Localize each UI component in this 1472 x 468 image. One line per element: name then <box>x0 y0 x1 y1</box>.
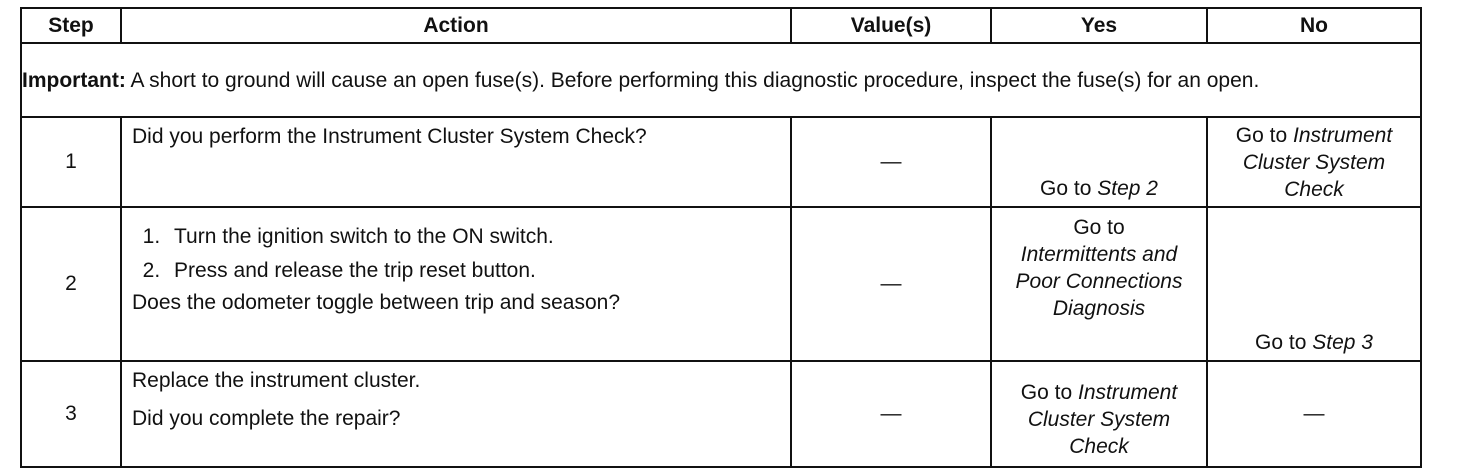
yes-prefix: Go to <box>1073 216 1125 239</box>
step-action: Did you perform the Instrument Cluster S… <box>120 116 792 208</box>
important-note: Important: A short to ground will cause … <box>20 42 1422 118</box>
step-instruction: Replace the instrument cluster. <box>132 369 421 392</box>
yes-link[interactable]: Step 2 <box>1097 177 1158 200</box>
step-question: Did you perform the Instrument Cluster S… <box>132 125 647 148</box>
no-link[interactable]: Instrument Cluster System Check <box>1242 123 1393 201</box>
yes-prefix: Go to <box>1020 380 1078 404</box>
yes-cell: Go to Step 2 <box>990 116 1208 208</box>
no-cell: Go to Instrument Cluster System Check <box>1206 116 1422 208</box>
step-number: 1 <box>20 116 122 208</box>
header-yes: Yes <box>990 7 1208 44</box>
step-instructions: Turn the ignition switch to the ON switc… <box>132 220 780 288</box>
yes-link[interactable]: Intermittents and Poor Connections Diagn… <box>1015 243 1183 320</box>
yes-prefix: Go to <box>1040 177 1098 200</box>
no-cell: — <box>1206 360 1422 468</box>
header-row: Step Action Value(s) Yes No <box>20 7 1422 44</box>
important-text: A short to ground will cause an open fus… <box>125 68 1260 92</box>
no-prefix: Go to <box>1255 331 1313 354</box>
important-note-row: Important: A short to ground will cause … <box>20 42 1422 118</box>
header-values: Value(s) <box>790 7 992 44</box>
step-action: Turn the ignition switch to the ON switc… <box>120 206 792 362</box>
instruction-item: Press and release the trip reset button. <box>166 254 780 288</box>
yes-cell: Go to Instrument Cluster System Check <box>990 360 1208 468</box>
important-label: Important: <box>22 68 126 92</box>
no-cell: Go to Step 3 <box>1206 206 1422 362</box>
header-step: Step <box>20 7 122 44</box>
no-prefix: Go to <box>1235 123 1293 147</box>
step-value: — <box>790 116 992 208</box>
header-no: No <box>1206 7 1422 44</box>
step-number: 2 <box>20 206 122 362</box>
instruction-item: Turn the ignition switch to the ON switc… <box>166 220 780 254</box>
step-value: — <box>790 360 992 468</box>
step-row-3: 3 Replace the instrument cluster. Did yo… <box>20 360 1422 468</box>
yes-cell: Go to Intermittents and Poor Connections… <box>990 206 1208 362</box>
step-action: Replace the instrument cluster. Did you … <box>120 360 792 468</box>
step-question: Did you complete the repair? <box>132 407 401 430</box>
yes-link[interactable]: Instrument Cluster System Check <box>1027 380 1178 458</box>
step-value: — <box>790 206 992 362</box>
step-row-2: 2 Turn the ignition switch to the ON swi… <box>20 206 1422 362</box>
no-link[interactable]: Step 3 <box>1312 331 1373 354</box>
header-action: Action <box>120 7 792 44</box>
step-question: Does the odometer toggle between trip an… <box>132 291 620 314</box>
step-row-1: 1 Did you perform the Instrument Cluster… <box>20 116 1422 208</box>
diagnostic-table: Step Action Value(s) Yes No Important: A… <box>20 7 1422 468</box>
step-number: 3 <box>20 360 122 468</box>
